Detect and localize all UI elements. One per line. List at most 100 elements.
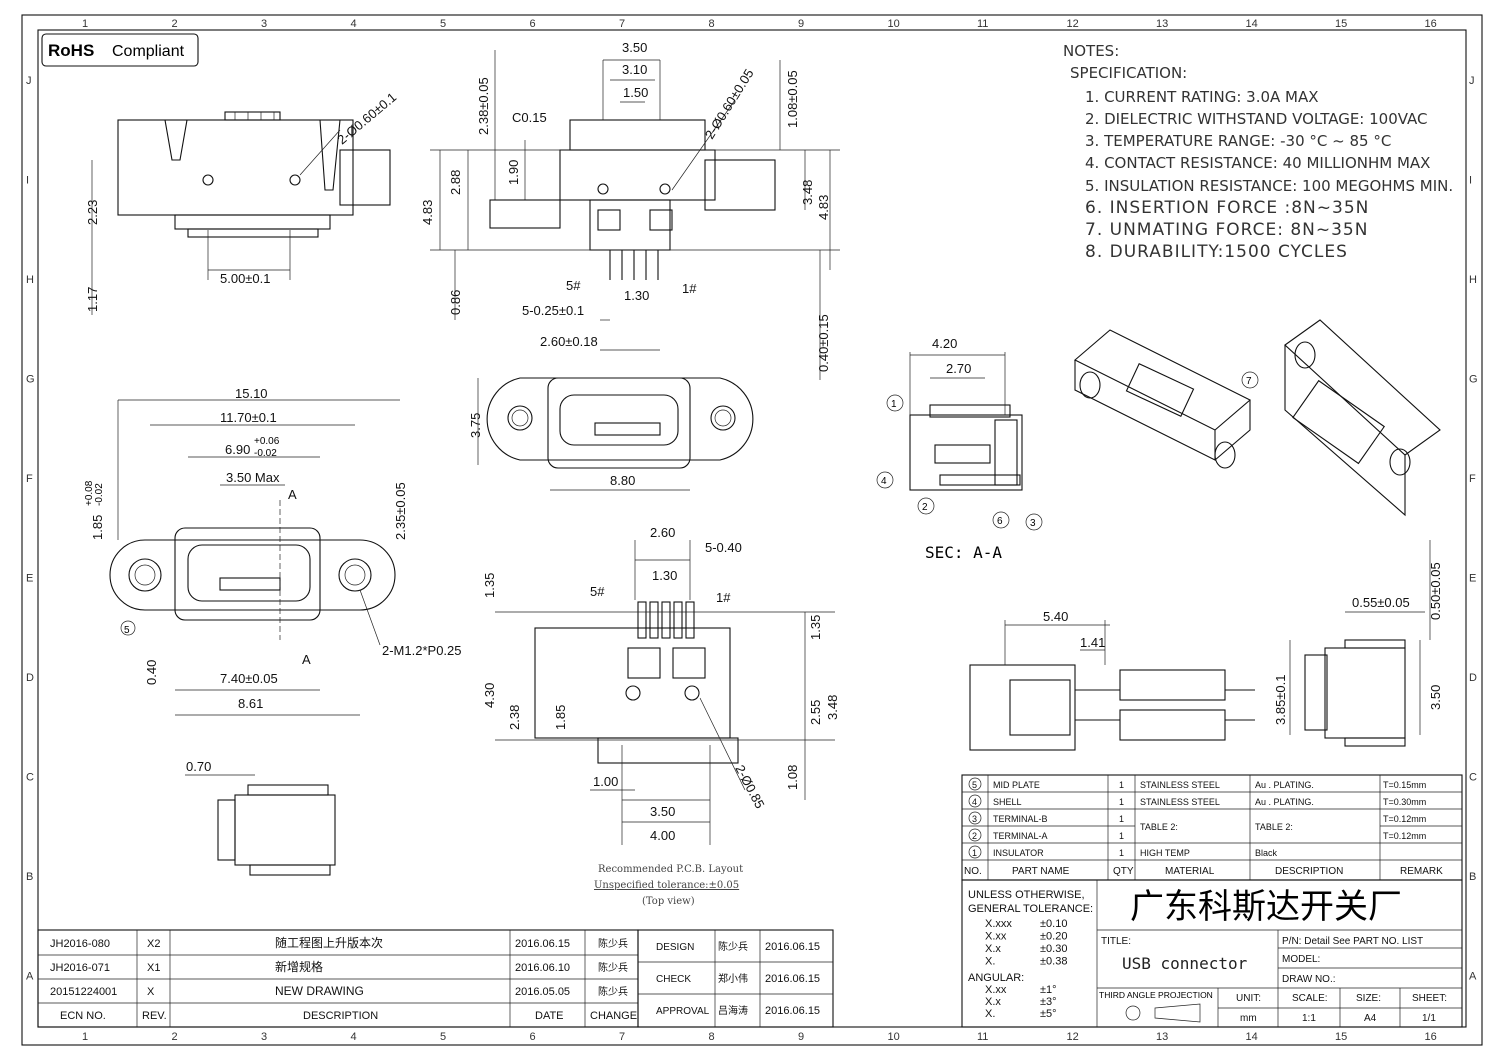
zone-col-label: 10 — [888, 18, 900, 30]
dim-label: 2.35±0.05 — [393, 482, 408, 540]
dim-label: 5-0.25±0.1 — [522, 303, 584, 318]
tolerance-key: X.xx — [985, 931, 1007, 943]
bom-material: STAINLESS STEEL — [1140, 797, 1220, 807]
dim-label: 5 — [124, 625, 130, 636]
rev-description: NEW DRAWING — [275, 984, 364, 998]
bom-qty: 1 — [1119, 797, 1124, 807]
bom-no: 3 — [972, 814, 977, 824]
dim-label: 7.40±0.05 — [220, 671, 278, 686]
bom-no-circle — [968, 828, 982, 842]
outer-frame — [21, 14, 1483, 1046]
dim-label: 0.55±0.05 — [1352, 595, 1410, 610]
dim-label: 0.40±0.15 — [816, 314, 831, 372]
draw-no-label: DRAW NO.: — [1282, 974, 1336, 985]
part-number: P/N: Detail See PART NO. LIST — [1282, 936, 1423, 947]
angular-value: ±1° — [1040, 984, 1057, 996]
drawing-title: USB connector — [1122, 954, 1248, 973]
dim-label: A — [302, 652, 311, 667]
dim-label: 2-Ø0.60±0.1 — [334, 89, 399, 147]
zone-col-label: 13 — [1156, 1031, 1168, 1043]
dim-label: 0.70 — [186, 759, 211, 774]
zone-col-label: 7 — [619, 18, 625, 30]
bom-part-name: MID PLATE — [993, 780, 1040, 790]
signoff-name: 郑小伟 — [718, 972, 748, 985]
note-item: 3. TEMPERATURE RANGE: -30 °C ~ 85 °C — [1085, 132, 1391, 150]
tolerance-line: GENERAL TOLERANCE: — [968, 903, 1093, 915]
zone-row-label: E — [26, 573, 33, 585]
signoff-role: APPROVAL — [656, 1006, 710, 1017]
dim-label: 1# — [682, 281, 697, 296]
title-label: TITLE: — [1101, 936, 1131, 947]
bom-material: HIGH TEMP — [1140, 848, 1190, 858]
dim-label: 5-0.40 — [705, 540, 742, 555]
tolerance-value: ±0.38 — [1040, 956, 1067, 968]
zone-col-label: 11 — [977, 1031, 988, 1043]
signoff-role: DESIGN — [656, 942, 694, 953]
zone-row-label: E — [1469, 573, 1476, 585]
bom-header-desc: DESCRIPTION — [1275, 866, 1343, 877]
dim-label: 2-Ø0.60±0.05 — [702, 66, 757, 141]
dim-label: 1.08 — [785, 765, 800, 790]
dim-label: 3.50 — [622, 40, 647, 55]
note-item: 4. CONTACT RESISTANCE: 40 MILLIONHM MAX — [1085, 154, 1430, 172]
callout-circle — [1241, 371, 1259, 389]
bom-description: Au . PLATING. — [1255, 797, 1314, 807]
dim-label: 2.23 — [85, 200, 100, 225]
bom-part-name: INSULATOR — [993, 848, 1044, 858]
dim-label: 1.41 — [1080, 635, 1105, 650]
note-item: 6. INSERTION FORCE :8N~35N — [1085, 198, 1369, 218]
callout-circle — [120, 620, 136, 636]
rev-code: X — [147, 986, 155, 998]
zone-col-label: 10 — [888, 1031, 900, 1043]
dim-label: 8.61 — [238, 696, 263, 711]
bom-part-name: TERMINAL-A — [993, 831, 1048, 841]
dim-label: 2.38 — [507, 705, 522, 730]
zone-col-label: 15 — [1335, 1031, 1347, 1043]
note-item: 1. CURRENT RATING: 3.0A MAX — [1085, 88, 1319, 106]
bom-header-no: NO. — [964, 866, 982, 877]
zone-col-label: 2 — [172, 1031, 178, 1043]
zone-col-label: 5 — [440, 18, 446, 30]
zone-row-label: H — [1469, 274, 1477, 286]
title-block — [961, 879, 1463, 1028]
notes-block: NOTES: SPECIFICATION: 1. CURRENT RATING:… — [1063, 42, 1453, 262]
dim-label: 1.35 — [808, 615, 823, 640]
zone-row-label: G — [26, 374, 35, 386]
zone-col-label: 14 — [1246, 1031, 1258, 1043]
zone-col-label: 13 — [1156, 18, 1168, 30]
callout-circle — [992, 511, 1010, 529]
zone-col-label: 7 — [619, 1031, 625, 1043]
bottom-left-side-view — [185, 774, 336, 876]
dim-label: 3.10 — [622, 62, 647, 77]
signoff-name: 吕海涛 — [718, 1004, 748, 1017]
rev-ecn: JH2016-071 — [50, 962, 110, 974]
bom-no-circle — [968, 794, 982, 808]
mid-left-front-view — [109, 399, 400, 716]
dim-label: 3 — [1030, 518, 1036, 529]
bom-remark: T=0.12mm — [1383, 831, 1426, 841]
dim-label: 2-Ø0.85 — [732, 762, 767, 811]
note-item: 7. UNMATING FORCE: 8N~35N — [1085, 220, 1368, 240]
projection-label: THIRD ANGLE PROJECTION — [1099, 990, 1213, 1000]
rev-code: X2 — [147, 938, 160, 950]
zone-col-label: 1 — [82, 18, 88, 30]
zone-row-label: D — [1469, 672, 1477, 684]
angular-key: X.xx — [985, 984, 1007, 996]
rev-date: 2016.06.15 — [515, 938, 570, 950]
dim-label: 3.48 — [800, 180, 815, 205]
zone-col-label: 15 — [1335, 18, 1347, 30]
tolerance-value: ±0.30 — [1040, 943, 1067, 955]
dim-label: 5.00±0.1 — [220, 271, 271, 286]
callout-circle — [876, 471, 894, 489]
dim-label: 1.50 — [623, 85, 648, 100]
bom-table — [961, 774, 1463, 881]
dim-label: 5.40 — [1043, 609, 1068, 624]
zone-col-label: 12 — [1067, 1031, 1079, 1043]
size-label: SIZE: — [1356, 993, 1381, 1004]
bom-qty: 1 — [1119, 814, 1124, 824]
zone-row-label: I — [1469, 175, 1472, 187]
rev-description: 随工程图上升版本次 — [275, 935, 383, 950]
